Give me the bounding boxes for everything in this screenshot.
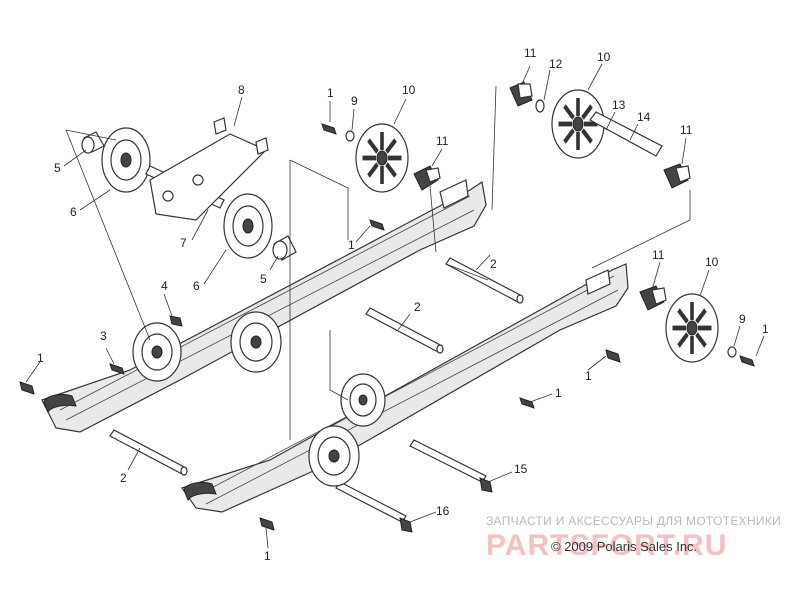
callout-5: 5 <box>260 272 267 286</box>
bracket-8 <box>149 117 269 221</box>
callout-8: 8 <box>238 83 245 97</box>
rail-wheel-rear-inner <box>230 311 282 373</box>
bearing-cap-11-left <box>413 165 441 191</box>
callout-1: 1 <box>327 86 334 100</box>
cross-shaft-front <box>109 429 188 476</box>
callout-2: 2 <box>414 300 421 314</box>
wheel-6-lower <box>223 193 273 259</box>
callout-10: 10 <box>597 50 611 64</box>
axle-13-14 <box>589 111 663 157</box>
callout-2: 2 <box>120 471 127 485</box>
callout-13: 13 <box>612 98 626 112</box>
callout-10: 10 <box>402 83 416 97</box>
cross-shaft-rear <box>445 257 524 304</box>
cross-shaft-middle <box>365 307 444 354</box>
callout-9: 9 <box>351 94 358 108</box>
callout-9: 9 <box>739 312 746 326</box>
callout-12: 12 <box>549 57 563 71</box>
spoked-wheel-10-top <box>551 89 605 159</box>
callout-4: 4 <box>161 279 168 293</box>
callout-labels: 1 9 10 11 12 10 13 14 11 11 8 5 6 7 5 6 … <box>37 46 769 563</box>
callout-10: 10 <box>705 255 719 269</box>
spoked-wheel-10-left <box>355 123 409 193</box>
callout-2: 2 <box>490 257 497 271</box>
callout-15: 15 <box>514 462 528 476</box>
bolt-16 <box>335 481 413 533</box>
callout-7: 7 <box>180 236 187 250</box>
ring-12 <box>535 99 545 113</box>
leader-lines <box>25 63 765 549</box>
bearing-cap-11-top <box>509 81 533 107</box>
callout-6: 6 <box>70 205 77 219</box>
rail-wheel-front-inner <box>308 425 360 487</box>
callout-1: 1 <box>348 238 355 252</box>
lower-slide-rail <box>181 263 629 513</box>
bolt-15 <box>409 439 493 493</box>
spacer-5-lower <box>272 235 297 261</box>
watermark-brand: PARTSFORT.RU <box>486 529 727 562</box>
bearing-cap-11-axle <box>663 163 691 189</box>
callout-1: 1 <box>555 386 562 400</box>
callout-14: 14 <box>637 110 651 124</box>
callout-1: 1 <box>264 549 271 563</box>
callout-5: 5 <box>54 161 61 175</box>
wheel-6-upper <box>101 127 151 193</box>
rail-wheel-front-outer <box>340 373 386 427</box>
spoked-wheel-10-right <box>665 293 719 363</box>
callout-11: 11 <box>652 248 665 262</box>
copyright-notice: © 2009 Polaris Sales Inc. <box>551 539 697 554</box>
callout-11: 11 <box>680 123 693 137</box>
callout-6: 6 <box>193 279 200 293</box>
callout-1: 1 <box>762 322 769 336</box>
callout-1: 1 <box>37 351 44 365</box>
callout-3: 3 <box>100 329 107 343</box>
callout-11: 11 <box>436 134 449 148</box>
small-bolts <box>19 123 755 531</box>
callout-16: 16 <box>436 504 450 518</box>
rail-wheel-rear-outer <box>132 322 182 382</box>
callout-11: 11 <box>524 46 537 60</box>
bearing-cap-11-right <box>639 285 667 311</box>
callout-1: 1 <box>585 369 592 383</box>
watermark-tagline: ЗАПЧАСТИ И АКСЕССУАРЫ ДЛЯ МОТОТЕХНИКИ <box>486 514 781 528</box>
